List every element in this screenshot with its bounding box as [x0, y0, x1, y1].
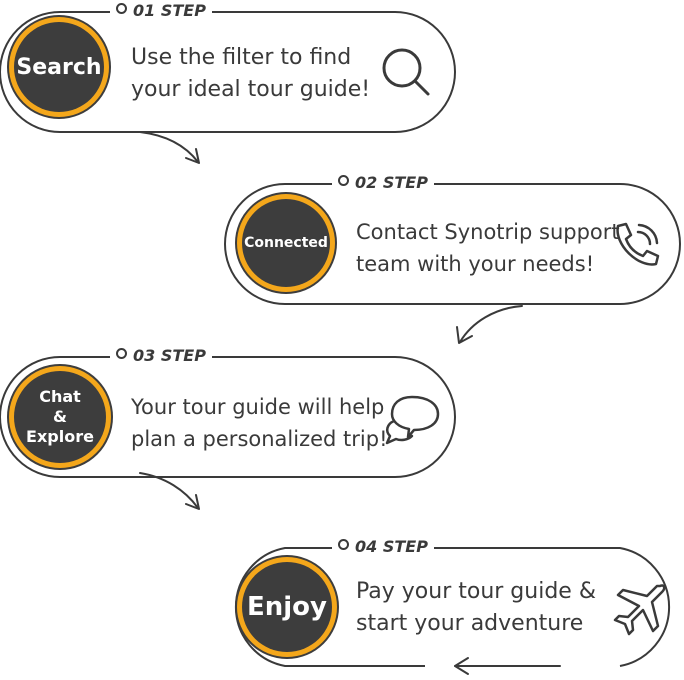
- step-1-description: Use the filter to find your ideal tour g…: [131, 42, 370, 106]
- step-4-frame: [234, 547, 671, 667]
- step-3-badge-line-2: &: [53, 407, 67, 426]
- step-2-label-dot: [338, 175, 349, 186]
- step-4-line-2: start your adventure: [356, 611, 584, 636]
- step-3-frame: [0, 356, 456, 478]
- step-1-line-1: Use the filter to find: [131, 45, 352, 70]
- step-4-badge-text: Enjoy: [247, 592, 327, 622]
- step-2-line-1: Contact Synotrip support: [356, 220, 620, 244]
- step-2-badge: Connected: [242, 199, 330, 287]
- chat-bubbles-icon: [385, 395, 440, 445]
- step-3-badge-line-3: Explore: [26, 427, 94, 446]
- step-2: 02 STEP Connected Contact Synotrip suppo…: [220, 172, 684, 312]
- step-3-line-1: Your tour guide will help: [131, 395, 385, 419]
- step-3-line-2: plan a personalized trip!: [131, 427, 388, 451]
- step-2-description: Contact Synotrip support team with your …: [356, 216, 620, 280]
- step-3-label-dot: [116, 348, 127, 359]
- step-3-badge-line-1: Chat: [39, 387, 81, 406]
- step-2-frame: [224, 183, 681, 305]
- search-icon: [382, 48, 430, 96]
- step-4-label-dot: [338, 539, 349, 550]
- connector-1-2: [139, 131, 199, 163]
- step-3: 03 STEP Chat & Explore Your tour guide w…: [0, 345, 470, 485]
- step-4-description: Pay your tour guide & start your adventu…: [356, 576, 596, 640]
- airplane-icon: [613, 584, 666, 636]
- step-4-badge: Enjoy: [242, 562, 332, 652]
- step-2-badge-text: Connected: [244, 235, 328, 251]
- step-1-label-dot: [116, 3, 127, 14]
- step-1-frame: [0, 11, 456, 133]
- step-1-badge: Search: [14, 22, 104, 112]
- connector-3-4: [139, 472, 199, 509]
- step-1-line-2: your ideal tour guide!: [131, 77, 371, 102]
- step-2-label: 02 STEP: [332, 173, 434, 192]
- phone-icon: [616, 222, 660, 266]
- step-3-label: 03 STEP: [110, 346, 212, 365]
- step-3-badge: Chat & Explore: [14, 371, 106, 463]
- step-2-line-2: team with your needs!: [356, 252, 595, 276]
- step-4-line-1: Pay your tour guide &: [356, 579, 596, 604]
- step-3-description: Your tour guide will help plan a persona…: [131, 391, 387, 455]
- step-1: 01 STEP Search Use the filter to find yo…: [0, 0, 470, 140]
- step-1-badge-text: Search: [16, 54, 102, 80]
- step-1-label: 01 STEP: [110, 1, 212, 20]
- connector-2-3: [459, 305, 523, 343]
- step-4: 04 STEP Enjoy Pay your tour guide & star…: [220, 536, 684, 676]
- step-4-label: 04 STEP: [332, 537, 434, 556]
